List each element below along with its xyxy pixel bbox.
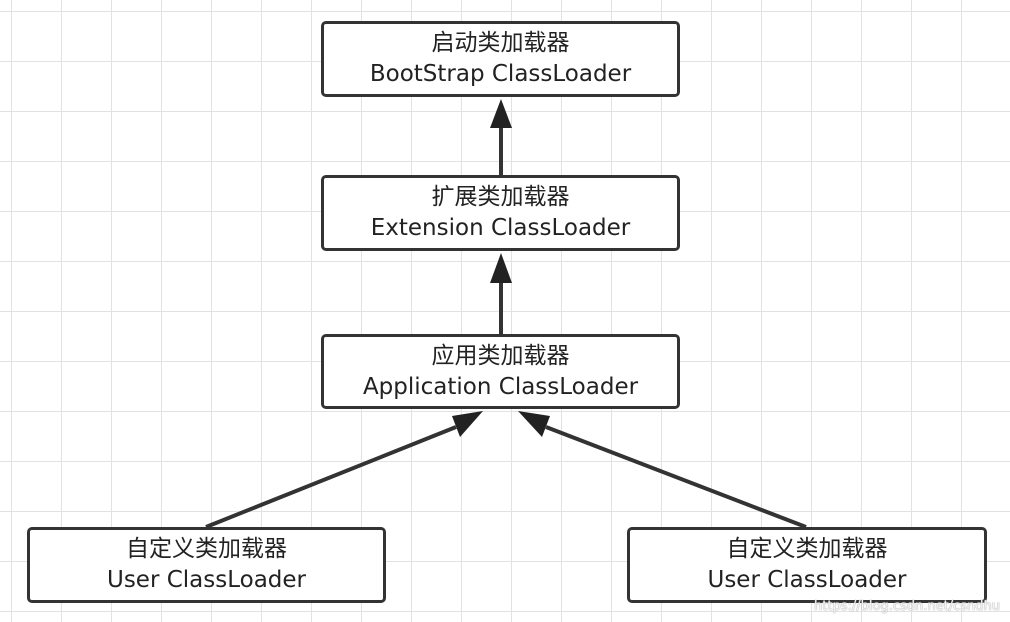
extension-label-en: Extension ClassLoader — [370, 215, 631, 241]
edge-application-to-extension — [490, 253, 512, 334]
bootstrap-label-en: BootStrap ClassLoader — [369, 61, 632, 87]
extension-label-cn: 扩展类加载器 — [431, 184, 570, 210]
user-left-label-cn: 自定义类加载器 — [126, 536, 287, 562]
application-classloader-node: 应用类加载器 Application ClassLoader — [321, 334, 680, 409]
user-left-label-en: User ClassLoader — [106, 567, 307, 593]
bootstrap-classloader-node: 启动类加载器 BootStrap ClassLoader — [321, 21, 680, 97]
bootstrap-label-cn: 启动类加载器 — [431, 30, 570, 56]
user-classloader-node-right: 自定义类加载器 User ClassLoader — [627, 527, 987, 603]
watermark: https://blog.csdn.net/csndhu — [814, 599, 1000, 614]
edge-user-left-to-application — [205, 411, 483, 529]
edge-extension-to-bootstrap — [490, 99, 512, 175]
user-classloader-node-left: 自定义类加载器 User ClassLoader — [27, 527, 386, 603]
application-label-en: Application ClassLoader — [362, 373, 639, 400]
user-right-label-cn: 自定义类加载器 — [726, 536, 888, 562]
application-label-cn: 应用类加载器 — [431, 342, 570, 369]
extension-classloader-node: 扩展类加载器 Extension ClassLoader — [321, 175, 680, 251]
user-right-label-en: User ClassLoader — [707, 567, 907, 593]
edge-user-right-to-application — [518, 411, 807, 529]
